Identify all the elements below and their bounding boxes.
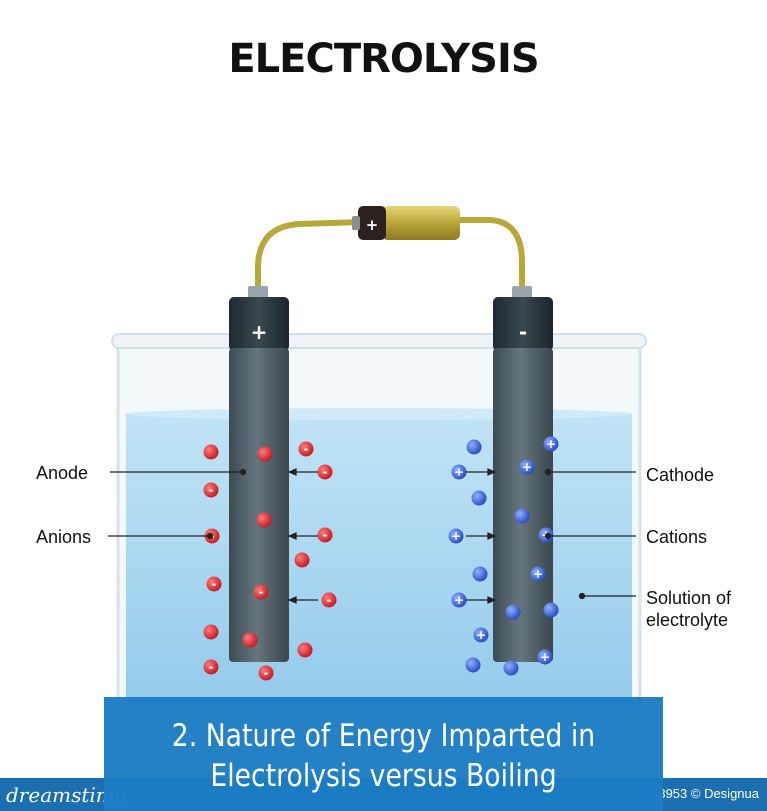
anion-ion [294,552,310,568]
cation-ion-sign: + [522,460,532,474]
cation-ion-sign: + [533,567,543,581]
cations-label: Cations [646,527,708,547]
liquid-surface [126,408,632,420]
cation-ion [465,657,481,673]
cation-ion-sign: + [546,437,556,451]
anion-ion [257,446,273,462]
cation-ion [466,439,482,455]
cathode-label: Cathode [646,465,715,485]
cation-ion [448,528,464,544]
anion-ion-sign: - [323,465,328,479]
anion-ion-sign: - [323,528,328,542]
leader-lines [108,468,636,600]
cation-arrow-head [487,532,497,540]
anion-ion-sign: - [264,666,269,680]
cation-ion-sign: + [454,465,464,479]
battery: + [352,206,460,240]
anions-label: Anions [36,527,92,547]
battery-nub [352,216,360,230]
cation-arrow-head [487,596,497,604]
anion-ion [298,441,314,457]
cation-ion [543,602,559,618]
cation-ion-sign: + [451,529,461,543]
anode-electrode: + [229,286,289,662]
anode-leader-dot [239,468,247,476]
cation-ion [451,464,467,480]
solution-leader-dot [578,592,586,600]
cation-group: +++++++++ [448,436,559,676]
anion-ion [317,527,333,543]
anode-cap [229,297,289,351]
migration-arrows [287,468,497,604]
anion-ion-sign: - [209,660,214,674]
electrolyte-liquid [126,411,632,706]
cathode-cap [493,297,553,351]
cation-ion [505,604,521,620]
cation-ion [530,566,546,582]
anode-terminal [248,286,268,300]
cation-ion [514,508,530,524]
cathode-electrode: - [493,286,553,662]
anion-ion [206,576,222,592]
cation-ion [471,490,487,506]
wire [255,217,525,297]
anode-label: Anode [36,463,89,483]
anion-ion-sign: - [304,442,309,456]
footer-credit: 3953 © Designua [658,786,759,801]
solution-label-line2: electrolyte [646,610,729,630]
cathode-terminal [512,286,532,300]
caption-line-2: Electrolysis versus Boiling [210,758,557,794]
anion-ion [203,444,219,460]
anions-leader-dot [206,532,214,540]
caption-box [104,697,663,811]
anion-ion-sign: - [259,585,264,599]
anion-ion [258,665,274,681]
cathode-rod [493,348,553,662]
anion-ion-sign: - [209,483,214,497]
anion-arrow-head [287,596,297,604]
cation-ion [473,627,489,643]
cation-ion [537,649,553,665]
anion-ion [203,659,219,675]
cation-ion-sign: + [476,628,486,642]
solution-label-line1: Solution of [646,588,732,608]
cation-ion [503,660,519,676]
cation-ion [472,566,488,582]
cation-ion-sign: + [454,593,464,607]
battery-positive-end [358,206,386,240]
battery-body [382,206,460,240]
caption-text: 2. Nature of Energy Imparted in Electrol… [143,716,624,796]
battery-positive-sign: + [366,216,379,234]
cation-ion-sign: + [540,650,550,664]
cathode-leader-dot [544,468,552,476]
beaker-rim [111,333,647,349]
beaker [111,333,647,714]
anion-ion [253,584,269,600]
anion-ion [317,464,333,480]
anion-ion [256,512,272,528]
cation-ion [543,436,559,452]
cation-arrow-head [487,468,497,476]
cathode-sign: - [519,320,527,344]
anion-ion [321,592,337,608]
anion-ion [203,482,219,498]
anion-arrow-head [287,468,297,476]
anode-sign: + [251,320,268,344]
anode-rod [229,348,289,662]
anion-ion [203,624,219,640]
anion-arrow-head [287,532,297,540]
cation-ion [451,592,467,608]
cations-leader-dot [544,532,552,540]
anion-ion-sign: - [327,593,332,607]
anion-ion-sign: - [212,577,217,591]
anion-ion [297,642,313,658]
caption-line-1: 2. Nature of Energy Imparted in [171,718,596,754]
page-title: ELECTROLYSIS [228,36,539,82]
cation-ion [519,459,535,475]
anion-ion [242,632,258,648]
